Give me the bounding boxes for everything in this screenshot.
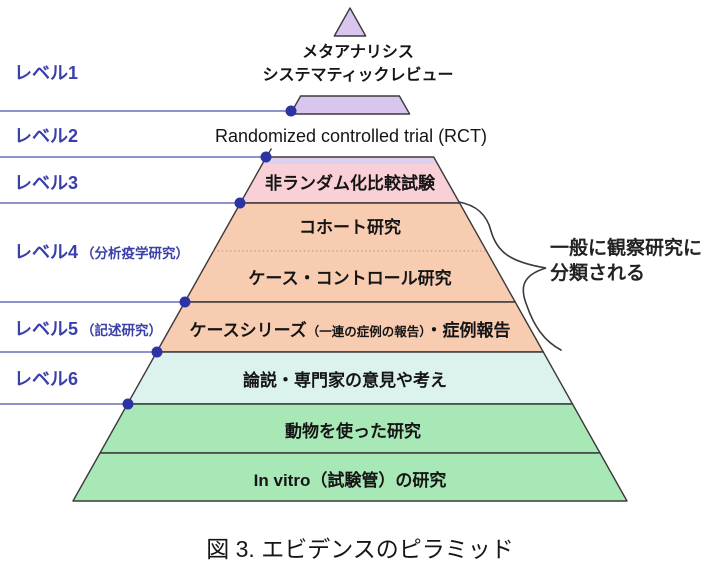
meta-analysis-text: メタアナリシス <box>302 43 414 61</box>
level3-label: レベル3 <box>14 173 78 193</box>
systematic-review-text: システマティックレビュー <box>262 66 453 84</box>
level6-dot <box>122 398 134 410</box>
tier-level1-band <box>289 95 411 115</box>
level5-dot <box>151 346 163 358</box>
rct-text: Randomized controlled trial (RCT) <box>215 126 487 146</box>
observational-annotation-line1: 一般に観察研究に <box>550 236 702 259</box>
level3-dot <box>234 197 246 209</box>
level2-label: レベル2 <box>14 126 78 146</box>
tier-apex-triangle <box>333 7 367 37</box>
level1-dot <box>285 105 297 117</box>
level1-label: レベル1 <box>14 63 78 83</box>
level4-dot <box>179 296 191 308</box>
level4-label-note: （分析疫学研究） <box>81 245 189 261</box>
level3-label-text: レベル3 <box>14 173 78 193</box>
case-series-main: ケースシリーズ <box>189 320 306 340</box>
case-series-tail: ・症例報告 <box>426 320 511 340</box>
level2-label-text: レベル2 <box>14 126 78 146</box>
animal-study-text: 動物を使った研究 <box>285 421 421 441</box>
tier-invitro-band <box>72 452 628 502</box>
non-randomized-text: 非ランダム化比較試験 <box>265 173 436 193</box>
tier-level3-purple-sliver <box>264 158 436 164</box>
level5-label-text: レベル5 <box>14 319 78 339</box>
invitro-study-text: In vitro（試験管）の研究 <box>254 470 447 490</box>
expert-opinion-text: 論説・専門家の意見や考え <box>243 370 447 390</box>
case-control-text: ケース・コントロール研究 <box>248 268 451 288</box>
level5-label-note: （記述研究） <box>81 322 162 338</box>
observational-annotation-line2: 分類される <box>550 262 645 284</box>
case-series-paren: （一連の症例の報告） <box>307 324 426 339</box>
level6-label-text: レベル6 <box>14 369 78 389</box>
level6-label: レベル6 <box>14 369 78 389</box>
figure-caption: 図 3. エビデンスのピラミッド <box>206 536 514 562</box>
level2-dot <box>260 151 272 163</box>
cohort-text: コホート研究 <box>299 217 401 237</box>
level4-label-text: レベル4 <box>14 242 78 262</box>
level1-label-text: レベル1 <box>14 63 78 83</box>
level4-label: レベル4（分析疫学研究） <box>14 242 189 262</box>
observational-brace <box>458 201 562 351</box>
level5-label: レベル5（記述研究） <box>14 319 162 339</box>
case-series-text: ケースシリーズ（一連の症例の報告）・症例報告 <box>189 320 510 340</box>
